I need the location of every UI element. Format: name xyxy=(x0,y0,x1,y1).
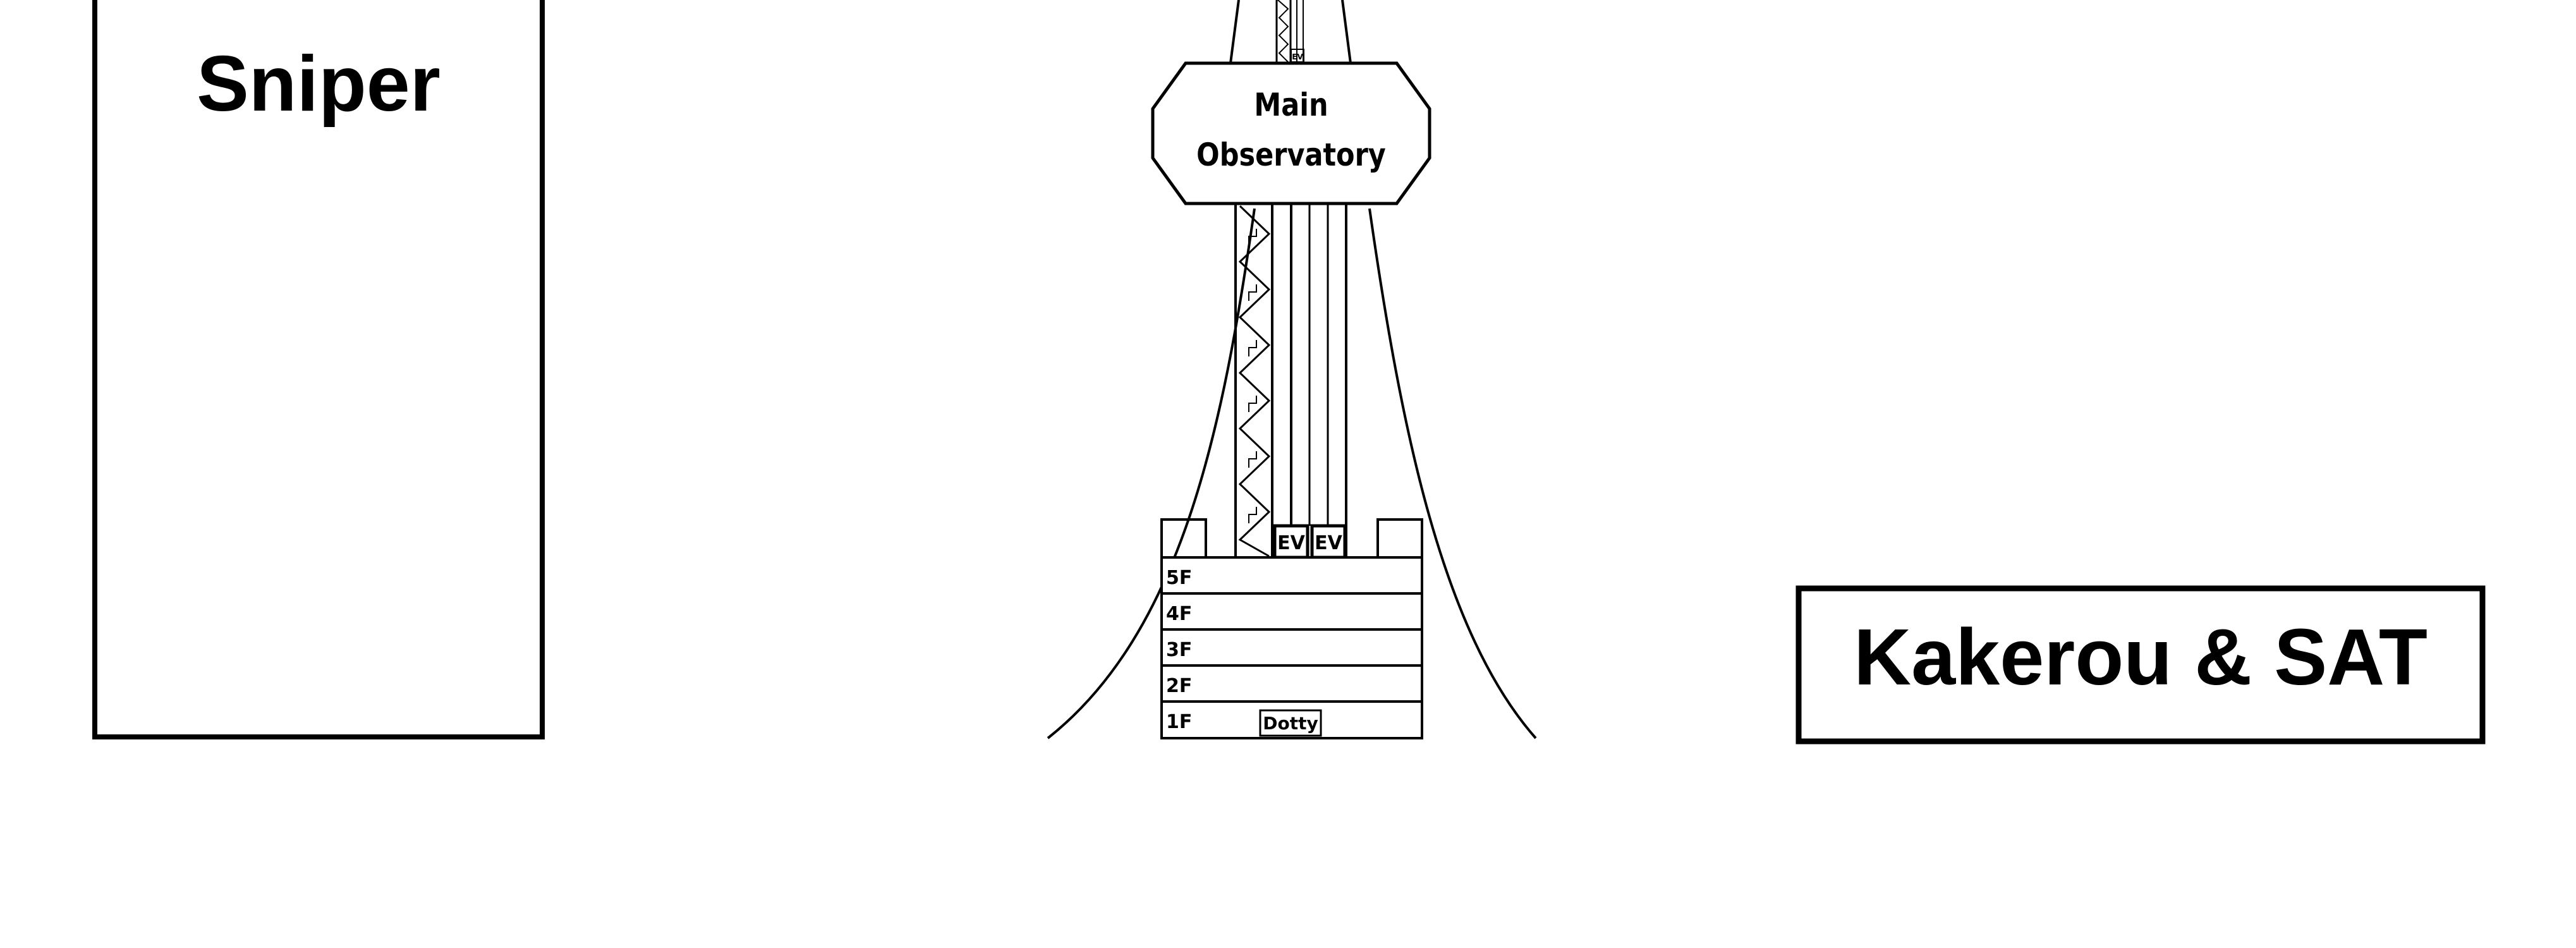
tower-right-outline xyxy=(1368,208,1537,739)
stair-zigzag xyxy=(1238,205,1271,557)
dotty-shop-box xyxy=(1259,709,1322,737)
main-observatory-octagon xyxy=(1151,61,1431,205)
stairwell xyxy=(1234,204,1273,557)
base-left-parapet xyxy=(1160,518,1207,559)
sniper-label: Sniper xyxy=(197,40,440,128)
tower: EV Main Observatory EV EV xyxy=(1047,0,1537,739)
floor-label-3f: 3F xyxy=(1166,639,1192,661)
upper-stair-zigzag xyxy=(1277,0,1289,63)
kakerou-sat-panel: Kakerou & SAT xyxy=(1795,585,2486,744)
upper-elevator-label: EV xyxy=(1292,52,1303,61)
observatory-label-line1: Main xyxy=(1254,87,1328,123)
floor-label-4f: 4F xyxy=(1166,603,1192,625)
base-outline xyxy=(1160,556,1423,739)
sniper-box xyxy=(92,0,545,739)
dotty-shop-label: Dotty xyxy=(1263,713,1318,734)
base-building: 5F 4F 3F 2F 1F Dotty xyxy=(1160,518,1423,739)
upper-right-leg xyxy=(1341,0,1352,64)
base-right-parapet xyxy=(1376,518,1423,559)
upper-left-leg xyxy=(1229,0,1240,64)
floor-label-1f: 1F xyxy=(1166,711,1192,733)
kakerou-sat-label: Kakerou & SAT xyxy=(1854,612,2427,702)
elevator-label-left: EV xyxy=(1277,532,1305,554)
floor-label-5f: 5F xyxy=(1166,567,1192,589)
observatory-label-line2: Observatory xyxy=(1196,137,1386,173)
elevator-shafts: EV EV xyxy=(1273,204,1347,559)
kakerou-sat-box xyxy=(1795,585,2486,744)
elevator-label-right: EV xyxy=(1315,532,1342,554)
floor-label-2f: 2F xyxy=(1166,675,1192,697)
tower-left-outline xyxy=(1047,208,1256,739)
sniper-panel: Sniper xyxy=(92,0,545,739)
stair-steps xyxy=(1248,229,1257,523)
